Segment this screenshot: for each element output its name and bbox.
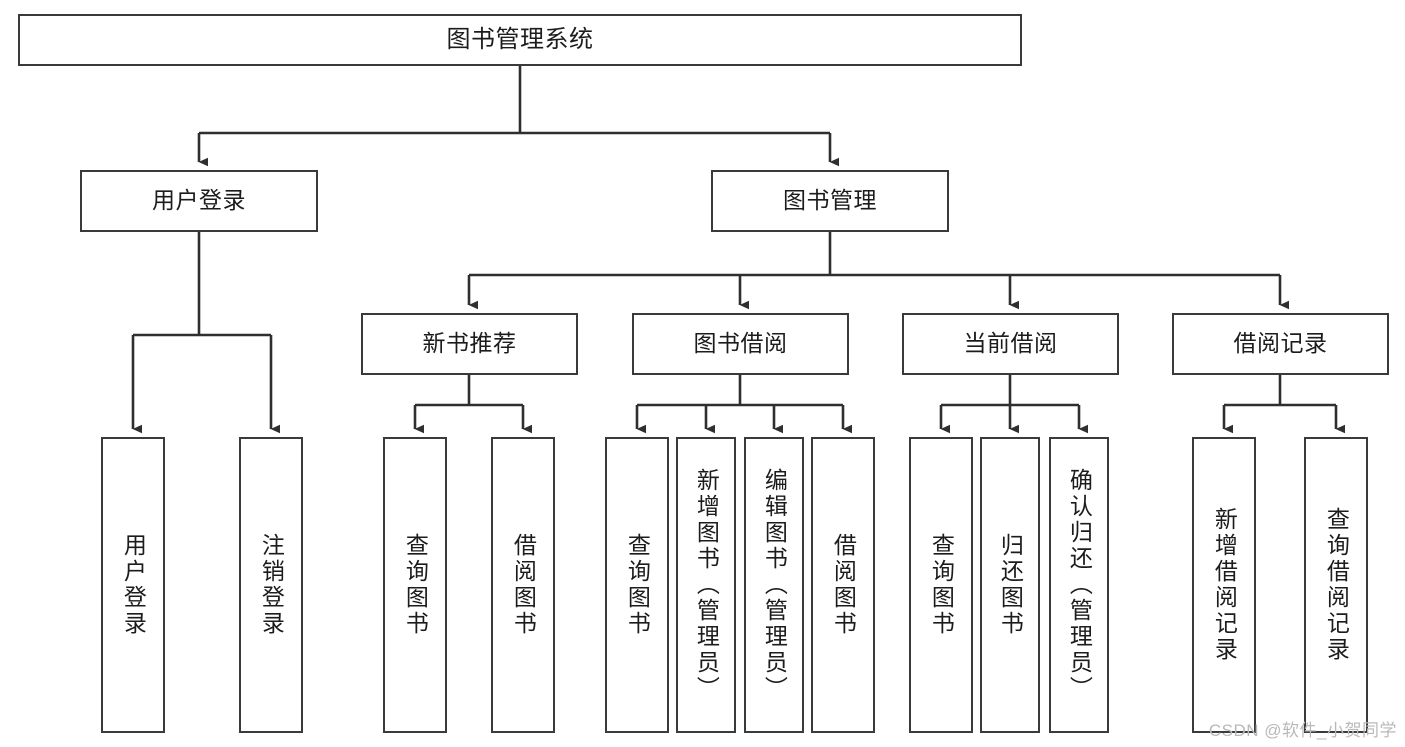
node-leaf-borrow-book-1-label: 借阅图书 [510, 533, 537, 637]
node-leaf-query-book-3[interactable]: 查询图书 [909, 437, 973, 733]
node-leaf-borrow-book-1[interactable]: 借阅图书 [491, 437, 555, 733]
node-leaf-edit-book-label: 编辑图书（管理员） [761, 468, 788, 702]
node-leaf-borrow-book-2-label: 借阅图书 [830, 533, 857, 637]
node-root-label: 图书管理系统 [446, 25, 594, 53]
node-leaf-return-book-label: 归还图书 [997, 533, 1024, 637]
node-leaf-query-book-3-label: 查询图书 [928, 533, 955, 637]
node-leaf-user-login[interactable]: 用户登录 [101, 437, 165, 733]
node-leaf-edit-book[interactable]: 编辑图书（管理员） [744, 437, 804, 733]
node-book-management[interactable]: 图书管理 [711, 170, 949, 232]
node-leaf-confirm-return[interactable]: 确认归还（管理员） [1049, 437, 1109, 733]
node-leaf-query-record-label: 查询借阅记录 [1323, 507, 1350, 663]
node-leaf-logout[interactable]: 注销登录 [239, 437, 303, 733]
node-leaf-user-login-label: 用户登录 [120, 533, 147, 637]
node-leaf-query-record[interactable]: 查询借阅记录 [1304, 437, 1368, 733]
node-leaf-add-book-label: 新增图书（管理员） [693, 468, 720, 702]
node-leaf-add-book[interactable]: 新增图书（管理员） [676, 437, 736, 733]
node-leaf-query-book-2[interactable]: 查询图书 [605, 437, 669, 733]
node-borrow-record[interactable]: 借阅记录 [1172, 313, 1389, 375]
node-leaf-query-book-2-label: 查询图书 [624, 533, 651, 637]
node-book-borrow[interactable]: 图书借阅 [632, 313, 849, 375]
node-leaf-logout-label: 注销登录 [258, 533, 285, 637]
node-borrow-record-label: 借阅记录 [1233, 330, 1328, 357]
node-leaf-add-record[interactable]: 新增借阅记录 [1192, 437, 1256, 733]
node-root[interactable]: 图书管理系统 [18, 14, 1022, 66]
node-leaf-add-record-label: 新增借阅记录 [1211, 507, 1238, 663]
node-current-borrow-label: 当前借阅 [963, 330, 1058, 357]
node-new-book-recommend[interactable]: 新书推荐 [361, 313, 578, 375]
node-current-borrow[interactable]: 当前借阅 [902, 313, 1119, 375]
watermark: CSDN @软件_小贺同学 [1208, 721, 1397, 740]
node-leaf-confirm-return-label: 确认归还（管理员） [1066, 468, 1093, 702]
node-new-book-recommend-label: 新书推荐 [422, 330, 517, 357]
node-leaf-return-book[interactable]: 归还图书 [980, 437, 1040, 733]
node-leaf-query-book-1-label: 查询图书 [402, 533, 429, 637]
node-user-login[interactable]: 用户登录 [80, 170, 318, 232]
node-leaf-query-book-1[interactable]: 查询图书 [383, 437, 447, 733]
node-user-login-label: 用户登录 [152, 187, 246, 214]
node-book-management-label: 图书管理 [783, 187, 877, 214]
node-book-borrow-label: 图书借阅 [693, 330, 788, 357]
node-leaf-borrow-book-2[interactable]: 借阅图书 [811, 437, 875, 733]
